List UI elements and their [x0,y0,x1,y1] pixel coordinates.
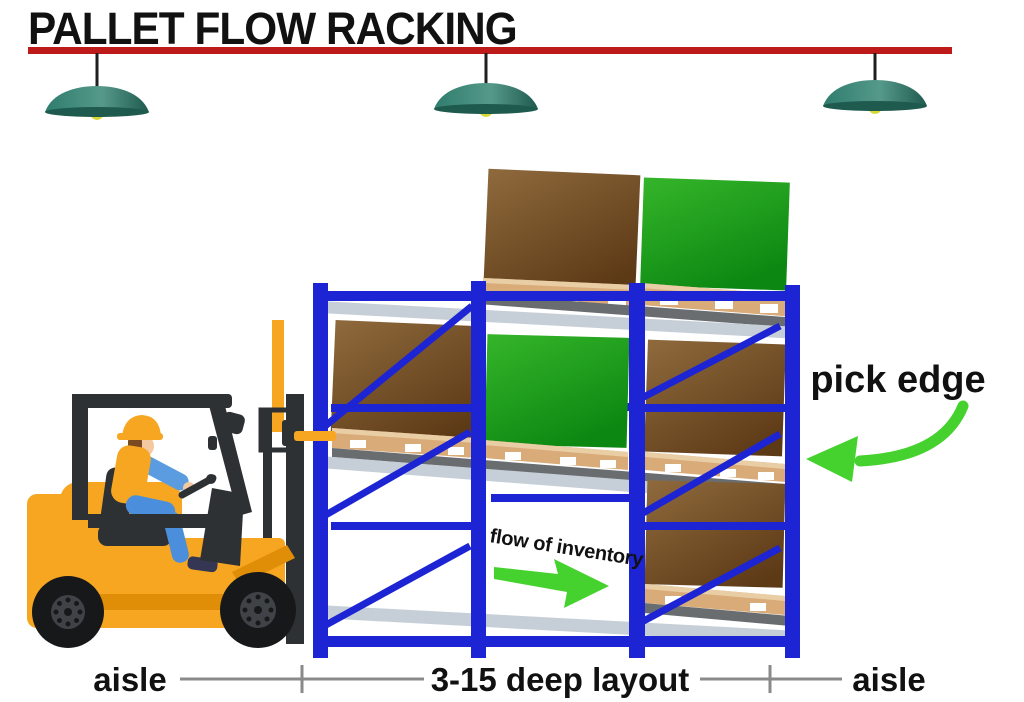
flow-rail [320,301,800,339]
flow-rail-dark [644,603,790,626]
forklift [27,320,336,648]
rack-uprights [313,281,800,658]
carton-green [640,177,790,291]
hanging-lamp-1 [45,53,149,120]
rack-braces [321,303,782,630]
dimension-row: aisle 3-15 deep layout aisle [93,661,925,698]
cab-frame [72,394,252,528]
carton-brown [644,339,786,457]
driver [111,415,218,573]
pick-edge-label: pick edge [810,359,985,401]
page-title: PALLET FLOW RACKING [28,4,517,54]
rack-beams [317,291,800,647]
pallet [645,584,785,615]
carton-brown [330,319,478,443]
front-wheel [220,572,296,648]
fork-blade [294,431,336,441]
pallet [645,452,785,482]
pallet [484,440,628,470]
pick-edge-arrow [806,400,969,482]
aisle-left-label: aisle [93,661,166,698]
forklift-mast [258,320,304,644]
rear-wheel [32,576,104,648]
rack-depth-label: 3-15 deep layout [431,661,690,698]
flow-of-inventory-label: flow of inventory [488,525,646,571]
ceiling-beam [28,47,952,54]
hard-hat [122,415,161,437]
header: PALLET FLOW RACKING [28,4,952,54]
dimension-line-right [700,665,842,693]
carton-brown [483,168,641,288]
carton-green [484,334,630,448]
dimension-line-left [180,665,424,693]
flow-rail [318,605,800,644]
hanging-lamps [45,53,927,120]
flow-direction-arrow [494,559,609,608]
pallet-rack [313,168,800,658]
hanging-lamp-3 [823,53,927,114]
hanging-lamp-2 [434,53,538,117]
aisle-right-label: aisle [852,661,925,698]
